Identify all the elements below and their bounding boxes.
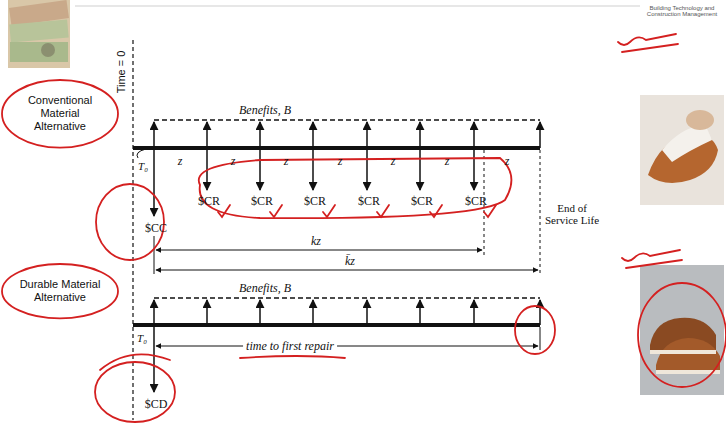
header-rule (75, 6, 640, 7)
interval-label: z (505, 154, 510, 169)
red-annotations (95, 34, 726, 422)
repair-cost-label: $CR (358, 194, 380, 209)
interval-label: z (284, 154, 289, 169)
start-time-label: T₀ (137, 332, 147, 344)
alternative-name: Conventional Material Alternative (14, 94, 106, 134)
dimension-label: k̄z (342, 254, 358, 269)
durable-timeline (133, 298, 540, 392)
interval-label: z (391, 154, 396, 169)
duration-label: time to first repair (243, 339, 337, 354)
repair-cost-label: $CR (465, 194, 487, 209)
repair-cost-label: $CR (198, 194, 220, 209)
start-time-label: T₀ (138, 160, 148, 172)
alternative-label-oval: Durable Material Alternative (4, 266, 116, 316)
conventional-timeline (133, 120, 540, 276)
alternative-name: Durable Material Alternative (14, 278, 106, 304)
dimension-label: kz (308, 234, 324, 249)
benefits-label: Benefits, B (236, 103, 294, 118)
end-of-life-label: End of Service Life (543, 202, 601, 226)
interval-label: z (338, 154, 343, 169)
time-zero-label: Time = 0 (115, 51, 127, 94)
repair-cost-label: $CR (411, 194, 433, 209)
repair-cost-label: $CR (251, 194, 273, 209)
interval-label: z (178, 154, 183, 169)
cost-label: $CD (145, 397, 168, 412)
benefits-label: Benefits, B (236, 281, 294, 296)
alternative-label-oval: Conventional Material Alternative (4, 82, 116, 146)
interval-label: z (231, 154, 236, 169)
shoe-repair-photo (640, 95, 724, 205)
repair-cost-label: $CR (304, 194, 326, 209)
cost-label: $CC (145, 221, 167, 236)
interval-label: z (445, 154, 450, 169)
time-zero-line (132, 40, 133, 420)
institution-logo-text: Building Technology and Construction Man… (644, 5, 720, 17)
durable-shoes-photo (640, 265, 724, 395)
banknote-photo (8, 0, 70, 68)
